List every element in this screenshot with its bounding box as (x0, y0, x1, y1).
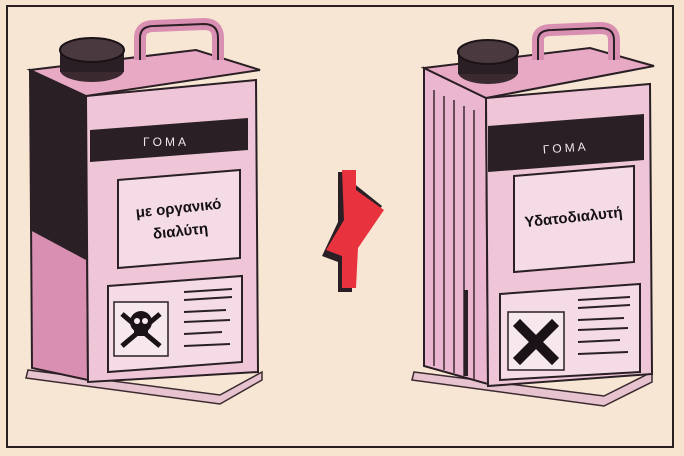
left-brand-label: ΓΟΜΑ (143, 135, 189, 149)
arrow-right-icon (322, 170, 384, 292)
